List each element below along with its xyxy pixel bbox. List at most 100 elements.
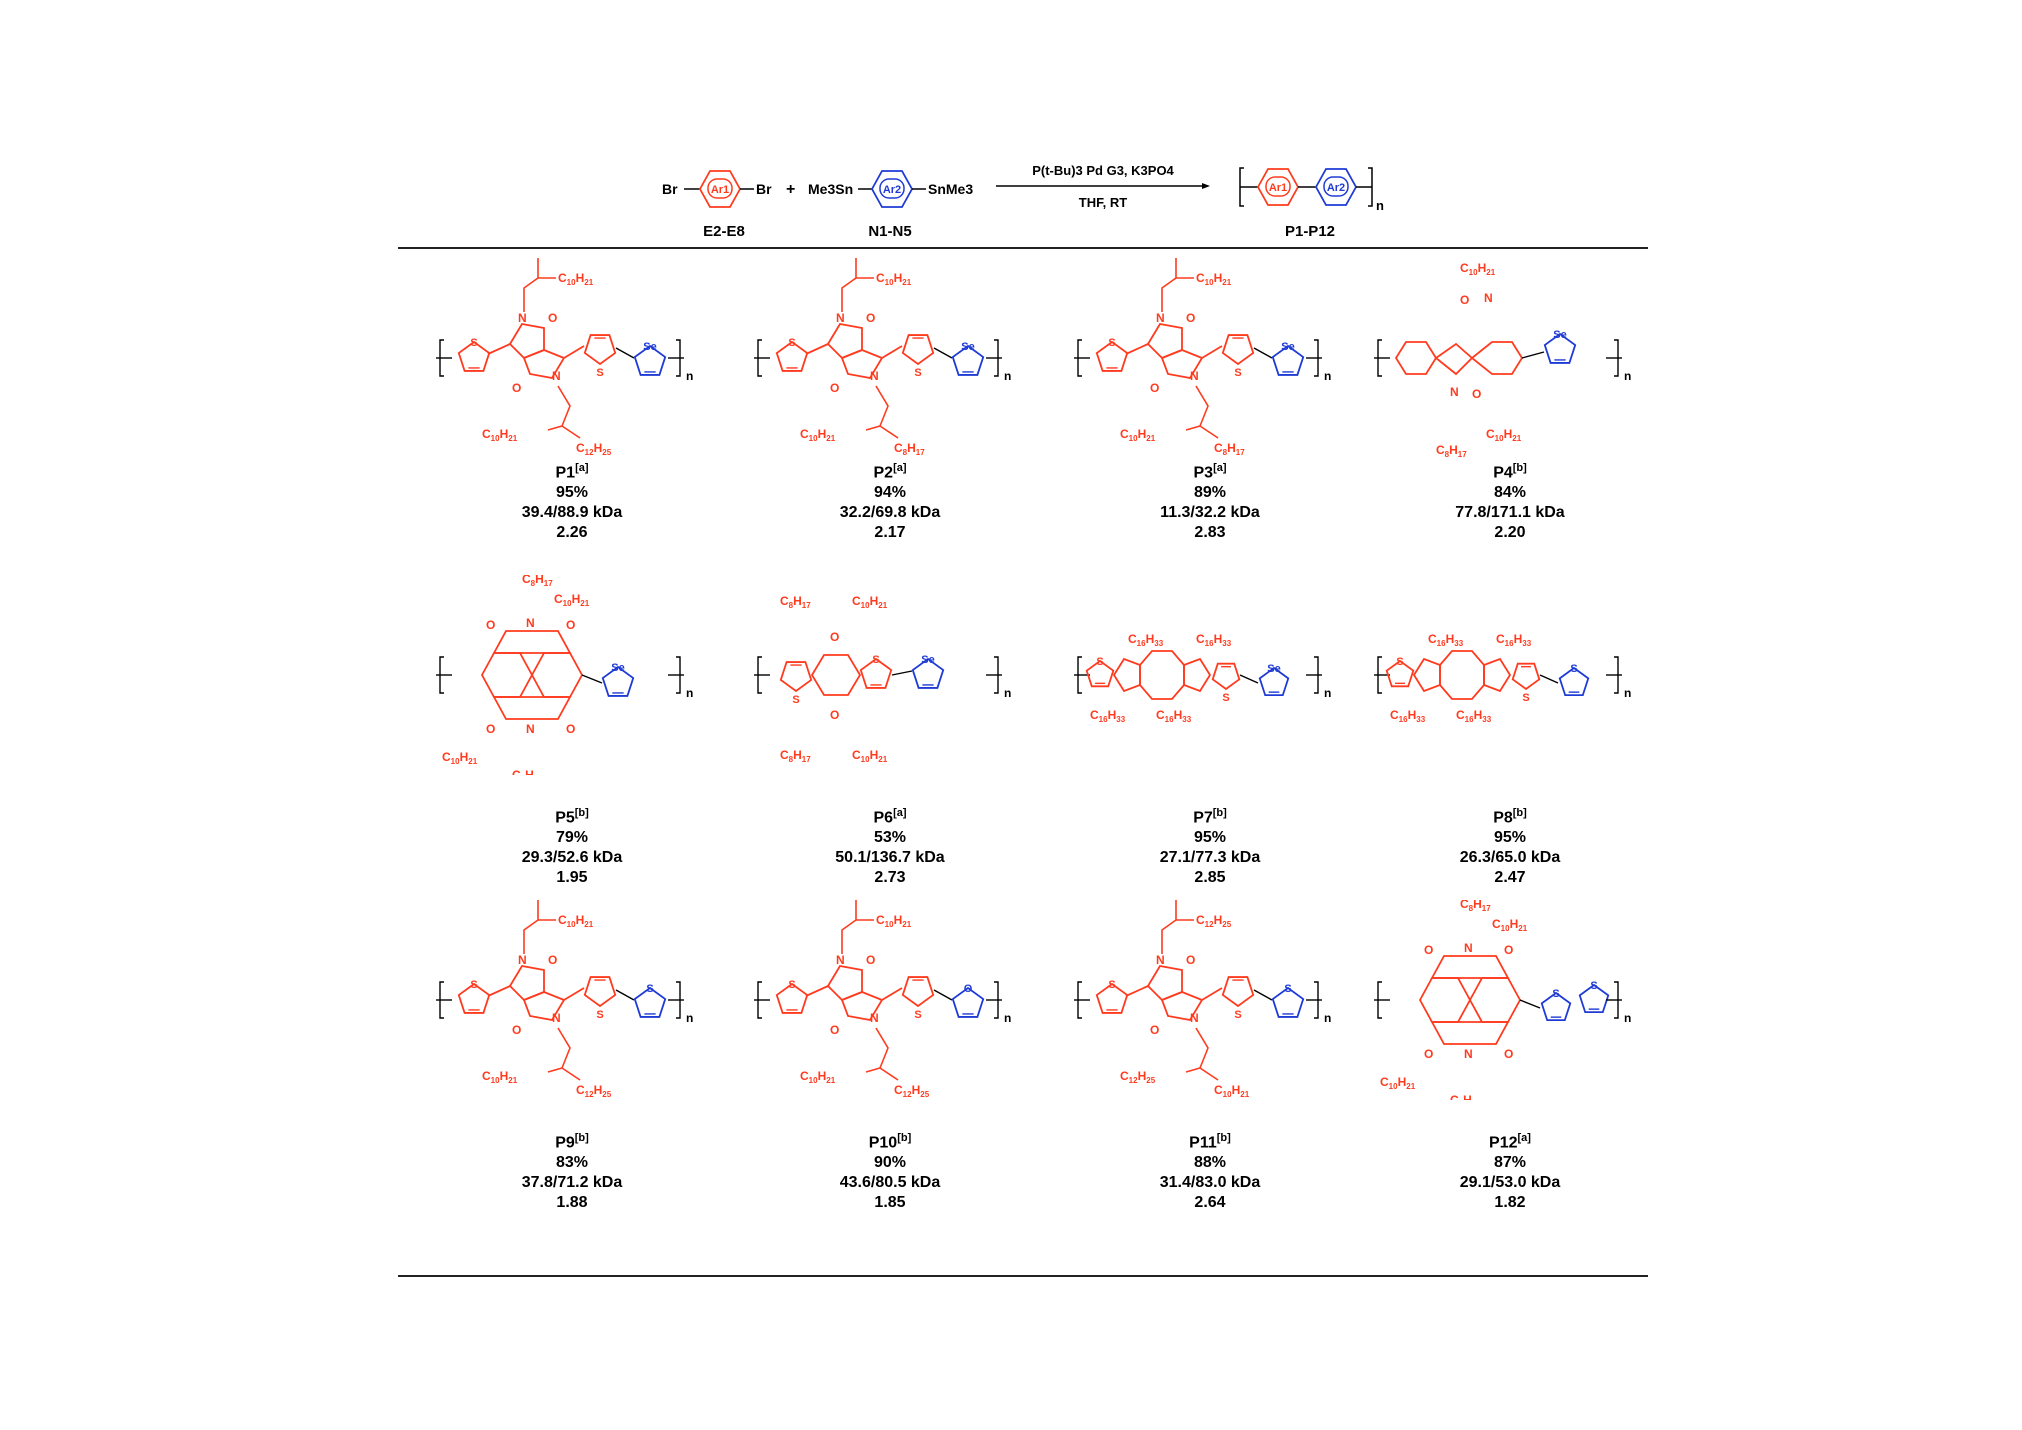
polymer-name: P3[a] [1060,458,1360,483]
conditions-top: P(t-Bu)3 Pd G3, K3PO4 [1032,163,1174,178]
svg-text:C10H21: C10H21 [1196,271,1232,287]
svg-text:N: N [1190,1011,1199,1025]
structure-p2: SNOONC8H17C10H21C10H21C8H17 S Sen [754,258,1011,457]
svg-text:n: n [686,686,693,700]
molecular-weight-value: 43.6/80.5 kDa [839,1174,941,1192]
structure-p5: NNOOOOC8H17C10H21C10H21C8H17 Sen [436,575,693,775]
footnote-marker: [a] [575,462,589,474]
structure-p10: SNOONC12H25C10H21C10H21C12H25 S On [754,900,1011,1099]
molecular-weight-value: 50.1/136.7 kDa [835,849,945,867]
svg-text:C10H21: C10H21 [554,592,590,608]
svg-text:C16H33: C16H33 [1090,708,1126,724]
svg-text:Se: Se [1267,663,1280,675]
svg-text:C10H21: C10H21 [876,913,912,929]
molecular-weight-value: 29.1/53.0 kDa [1459,1174,1561,1192]
dispersity-value: 2.85 [1194,869,1226,887]
dispersity-value: 1.82 [1494,1194,1526,1212]
svg-text:S: S [596,367,603,379]
svg-text:C12H25: C12H25 [514,900,550,901]
polymer-label: P4 [1493,464,1513,482]
svg-text:C12H25: C12H25 [832,900,868,901]
svg-text:O: O [866,311,875,325]
yield-value: 95% [555,484,589,502]
footnote-marker: [a] [893,807,907,819]
svg-text:N: N [1450,385,1459,399]
svg-text:N: N [552,1011,561,1025]
svg-text:C8H17: C8H17 [780,748,811,764]
svg-text:n: n [686,1011,693,1025]
svg-text:C10H21: C10H21 [1486,427,1522,443]
polymer-label: P12 [1489,1134,1518,1152]
structure-p9: SNOONC12H25C10H21C10H21C12H25 S Sn [436,900,693,1099]
svg-text:C12H25: C12H25 [576,441,612,457]
svg-text:N: N [518,953,527,967]
svg-text:C16H33: C16H33 [1156,708,1192,724]
polymer-name: P11[b] [1060,1128,1360,1153]
svg-text:S: S [872,654,879,666]
yield-value: 89% [1193,484,1227,502]
polymer-name: P6[a] [740,803,1040,828]
svg-text:C10H21: C10H21 [1380,1075,1416,1091]
dispersity-value: 1.85 [874,1194,906,1212]
svg-text:S: S [646,983,653,995]
svg-text:C12H25: C12H25 [894,1083,930,1099]
reactant1-right-group: Br [756,181,772,197]
polymer-name: P4[b] [1360,458,1660,483]
svg-text:O: O [1186,311,1195,325]
svg-text:N: N [1464,1047,1473,1061]
svg-text:n: n [1324,1011,1331,1025]
svg-text:S: S [1590,980,1597,992]
scheme-svg: Br Ar1 Br + Me3Sn Ar2 SnMe3 P(t-Bu)3 Pd … [662,163,1384,240]
svg-text:S: S [470,337,477,349]
polymer-name: P7[b] [1060,803,1360,828]
svg-text:C10H21: C10H21 [558,913,594,929]
svg-text:n: n [1004,686,1011,700]
polymer-label: P1 [555,464,576,482]
svg-text:O: O [512,381,521,395]
yield-value: 79% [555,829,589,847]
yield-value: 84% [1493,484,1527,502]
polymer-name: P8[b] [1360,803,1660,828]
svg-text:S: S [792,694,799,706]
svg-text:S: S [1570,663,1577,675]
svg-text:S: S [1096,656,1103,668]
svg-text:C10H21: C10H21 [442,750,478,766]
svg-text:O: O [512,1023,521,1037]
svg-text:C10H21: C10H21 [1460,261,1496,277]
yield-value: 87% [1493,1154,1527,1172]
svg-text:N: N [1484,291,1493,305]
svg-text:C16H33: C16H33 [1428,632,1464,648]
ar2-label: Ar2 [883,184,901,196]
svg-text:C8H17: C8H17 [512,768,543,775]
svg-text:Ar2: Ar2 [1327,182,1345,194]
svg-text:C12H25: C12H25 [514,258,550,259]
svg-text:S: S [596,1009,603,1021]
polymer-label: P7 [1193,809,1213,827]
dispersity-value: 2.17 [874,524,906,542]
svg-text:O: O [1504,943,1513,957]
svg-text:N: N [518,311,527,325]
svg-text:S: S [1108,979,1115,991]
label-n1-n5: N1-N5 [868,223,911,240]
yield-value: 94% [873,484,907,502]
svg-text:C12H25: C12H25 [1120,1069,1156,1085]
polymer-label: P8 [1493,809,1513,827]
svg-text:O: O [830,381,839,395]
yield-value: 90% [873,1154,907,1172]
reactant1-left-group: Br [662,181,678,197]
svg-text:n: n [1624,1011,1631,1025]
svg-text:S: S [470,979,477,991]
svg-text:C8H17: C8H17 [1460,900,1491,913]
svg-text:N: N [836,311,845,325]
footnote-marker: [b] [574,807,589,819]
bottom-rule [398,1275,1648,1277]
svg-text:O: O [866,953,875,967]
polymer-name: P2[a] [740,458,1040,483]
svg-text:N: N [1464,941,1473,955]
dispersity-value: 2.83 [1194,524,1226,542]
svg-text:C8H17: C8H17 [1152,258,1183,259]
